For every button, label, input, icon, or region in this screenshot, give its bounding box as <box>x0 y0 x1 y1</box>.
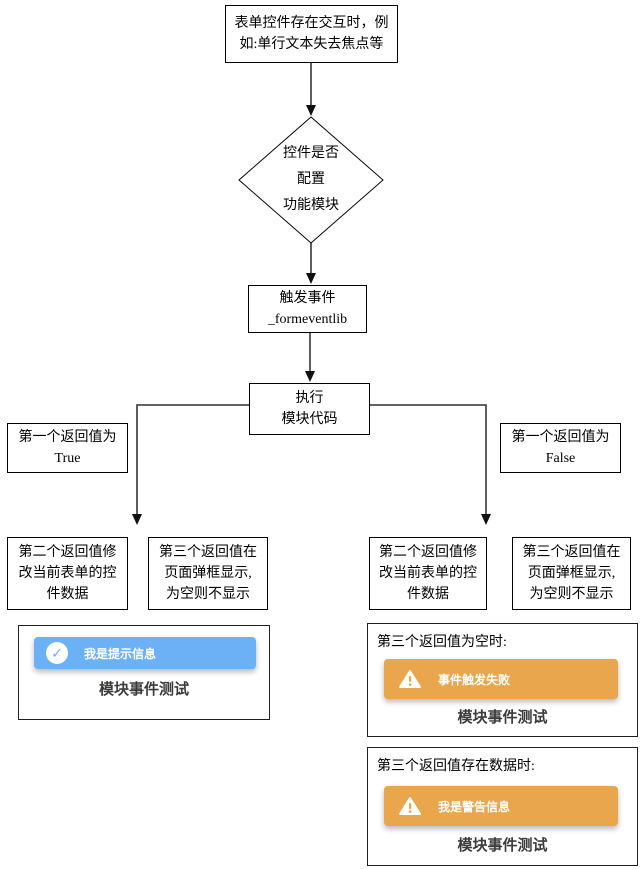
panel-warn-empty-title: 第三个返回值为空时: <box>377 635 507 650</box>
node-execute-line2: 模块代码 <box>281 412 338 427</box>
node-popup-left: 第三个返回值在 页面弹框显示, 为空则不显示 <box>148 537 268 610</box>
node-return-false: 第一个返回值为 False <box>500 423 621 473</box>
node-trigger-line1: 触发事件 <box>279 291 336 306</box>
node-popup-right: 第三个返回值在 页面弹框显示, 为空则不显示 <box>512 537 631 610</box>
node-popup-right-line2: 页面弹框显示, <box>527 566 616 581</box>
node-decision-line1: 控件是否 <box>283 146 339 161</box>
toast-warn-fail: 事件触发失败 <box>384 659 618 699</box>
node-return-true-line2: True <box>54 451 81 466</box>
node-modify-right: 第二个返回值修 改当前表单的控 件数据 <box>369 537 487 610</box>
node-popup-right-line1: 第三个返回值在 <box>522 545 621 560</box>
node-modify-left: 第二个返回值修 改当前表单的控 件数据 <box>7 537 128 610</box>
node-decision-line2: 配置 <box>297 172 325 187</box>
check-icon: ✓ <box>46 642 68 664</box>
toast-info-text: 我是提示信息 <box>84 646 157 661</box>
node-return-false-line1: 第一个返回值为 <box>511 430 610 445</box>
node-modify-right-line1: 第二个返回值修 <box>379 545 477 560</box>
node-modify-right-line2: 改当前表单的控 <box>379 566 477 581</box>
node-popup-left-line3: 为空则不显示 <box>166 587 250 602</box>
node-modify-left-line2: 改当前表单的控 <box>18 566 117 581</box>
node-modify-right-line3: 件数据 <box>407 587 449 602</box>
panel-warn-empty-caption: 模块事件测试 <box>457 709 548 726</box>
node-return-false-line2: False <box>545 451 576 466</box>
decision-diamond-shape <box>238 116 384 244</box>
panel-warn-data: 第三个返回值存在数据时: 我是警告信息 模块事件测试 <box>367 747 638 866</box>
warning-icon <box>399 670 421 688</box>
panel-success-caption: 模块事件测试 <box>98 681 189 698</box>
panel-warn-data-title: 第三个返回值存在数据时: <box>377 759 535 774</box>
node-trigger-event: 触发事件 _formeventlib <box>248 285 367 333</box>
toast-warn-fail-text: 事件触发失败 <box>438 672 511 687</box>
node-decision-line3: 功能模块 <box>283 198 339 213</box>
node-execute-line1: 执行 <box>295 391 324 406</box>
panel-warn-empty: 第三个返回值为空时: 事件触发失败 模块事件测试 <box>367 623 638 737</box>
node-decision: 控件是否 配置 功能模块 <box>238 116 384 244</box>
node-modify-left-line3: 件数据 <box>46 587 89 602</box>
node-start-line1: 表单控件存在交互时，例 <box>234 16 389 31</box>
toast-warn-info-text: 我是警告信息 <box>438 799 511 814</box>
node-trigger-line2: _formeventlib <box>267 312 348 327</box>
panel-success-example: ✓ 我是提示信息 模块事件测试 <box>18 625 270 720</box>
node-execute: 执行 模块代码 <box>249 383 370 435</box>
node-start: 表单控件存在交互时，例 如:单行文本失去焦点等 <box>225 5 398 63</box>
connector-execute-right <box>370 404 487 514</box>
node-start-line2: 如:单行文本失去焦点等 <box>239 37 384 52</box>
toast-info: ✓ 我是提示信息 <box>34 637 256 669</box>
connector-execute-left <box>136 404 249 514</box>
toast-warn-info: 我是警告信息 <box>384 786 618 826</box>
node-popup-left-line2: 页面弹框显示, <box>164 566 252 581</box>
node-popup-left-line1: 第三个返回值在 <box>159 545 257 560</box>
panel-warn-data-caption: 模块事件测试 <box>457 837 548 854</box>
warning-icon <box>399 797 421 815</box>
node-popup-right-line3: 为空则不显示 <box>529 587 614 602</box>
node-return-true: 第一个返回值为 True <box>7 423 128 473</box>
node-modify-left-line1: 第二个返回值修 <box>18 545 117 560</box>
node-return-true-line1: 第一个返回值为 <box>18 430 117 445</box>
